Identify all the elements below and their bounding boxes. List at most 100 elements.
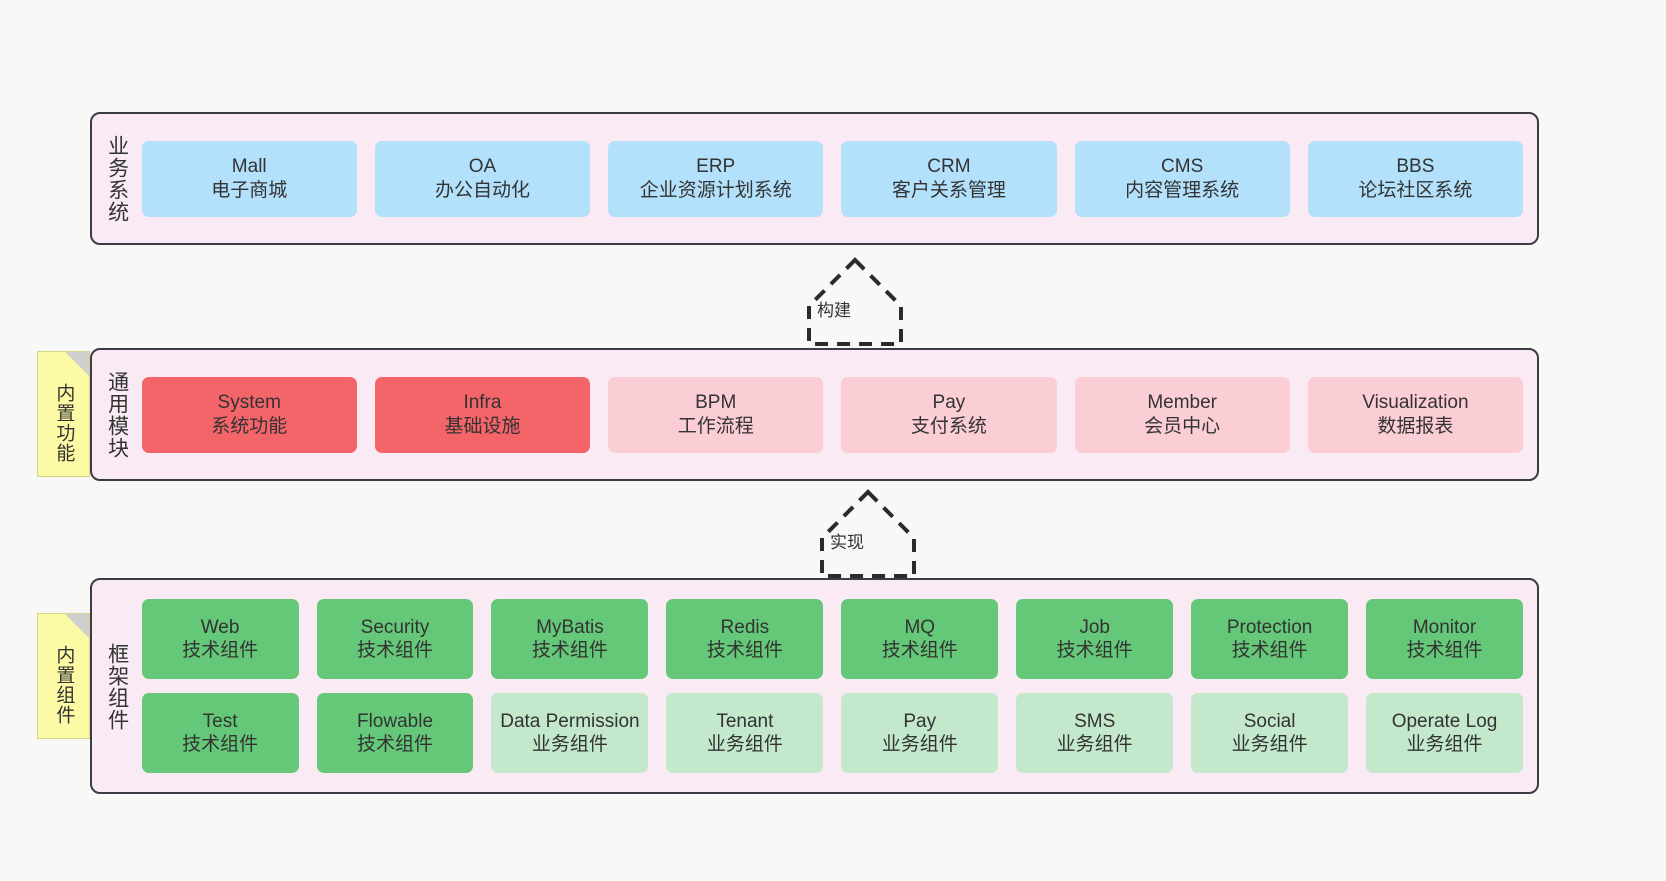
note-builtin-function: 内置功能 xyxy=(37,351,90,477)
module-box-sms[interactable]: SMS 业务组件 xyxy=(1016,693,1174,773)
layer-framework-components: 框架组件 Web 技术组件 Security 技术组件 MyBatis 技术组件… xyxy=(90,578,1539,794)
module-name: MyBatis xyxy=(536,616,604,638)
module-box-bbs[interactable]: BBS 论坛社区系统 xyxy=(1307,140,1524,217)
module-name: Job xyxy=(1079,616,1110,638)
module-box-visualization[interactable]: Visualization 数据报表 xyxy=(1307,376,1524,453)
module-name: Operate Log xyxy=(1391,710,1498,732)
module-box-data-permission[interactable]: Data Permission 业务组件 xyxy=(491,693,649,773)
module-desc: 技术组件 xyxy=(1231,640,1308,661)
layer-body-framework-components: Web 技术组件 Security 技术组件 MyBatis 技术组件 Redi… xyxy=(138,580,1537,792)
module-name: OA xyxy=(468,156,497,178)
module-box-crm[interactable]: CRM 客户关系管理 xyxy=(841,140,1057,217)
layer-business-systems: 业务系统 Mall 电子商城 OA 办公自动化 ERP 企业资源计划系统 CRM… xyxy=(90,112,1539,245)
module-name: CRM xyxy=(927,156,971,178)
module-box-protection[interactable]: Protection 技术组件 xyxy=(1191,599,1349,679)
module-box-mybatis[interactable]: MyBatis 技术组件 xyxy=(491,599,649,679)
layer-common-modules: 通用模块 System 系统功能 Infra 基础设施 BPM 工作流程 Pay… xyxy=(90,348,1539,481)
module-name: System xyxy=(217,392,281,414)
module-name: Infra xyxy=(463,392,502,414)
module-box-web[interactable]: Web 技术组件 xyxy=(141,599,299,679)
module-box-erp[interactable]: ERP 企业资源计划系统 xyxy=(608,140,824,217)
module-name: Monitor xyxy=(1412,616,1477,638)
module-name: Member xyxy=(1147,392,1217,414)
module-box-operate-log[interactable]: Operate Log 业务组件 xyxy=(1366,693,1523,773)
module-desc: 技术组件 xyxy=(356,640,433,661)
module-desc: 论坛社区系统 xyxy=(1358,179,1473,201)
module-box-pay[interactable]: Pay 支付系统 xyxy=(841,376,1057,453)
module-box-monitor[interactable]: Monitor 技术组件 xyxy=(1366,599,1523,679)
module-desc: 数据报表 xyxy=(1377,415,1454,437)
layer-title-business-systems: 业务系统 xyxy=(105,134,129,223)
module-box-oa[interactable]: OA 办公自动化 xyxy=(374,140,591,217)
module-desc: 系统功能 xyxy=(211,415,288,437)
module-box-flowable[interactable]: Flowable 技术组件 xyxy=(316,693,474,773)
module-desc: 业务组件 xyxy=(881,734,958,755)
module-desc: 技术组件 xyxy=(1056,640,1133,661)
connector-implement: 实现 xyxy=(768,484,968,580)
module-name: Tenant xyxy=(716,710,774,732)
module-row: System 系统功能 Infra 基础设施 BPM 工作流程 Pay 支付系统… xyxy=(141,376,1524,453)
module-name: ERP xyxy=(696,156,736,178)
module-desc: 技术组件 xyxy=(182,734,259,755)
connector-label-build: 构建 xyxy=(817,301,851,320)
dashed-generalization-arrow-icon xyxy=(807,257,903,346)
module-name: Visualization xyxy=(1362,392,1469,414)
module-box-tenant[interactable]: Tenant 业务组件 xyxy=(666,693,824,773)
module-box-system[interactable]: System 系统功能 xyxy=(141,376,357,453)
module-desc: 会员中心 xyxy=(1144,415,1221,437)
module-desc: 业务组件 xyxy=(1406,734,1483,755)
module-name: Mall xyxy=(231,156,267,178)
module-desc: 内容管理系统 xyxy=(1125,179,1240,201)
module-row: Web 技术组件 Security 技术组件 MyBatis 技术组件 Redi… xyxy=(141,599,1523,679)
module-name: Web xyxy=(200,616,240,638)
module-box-member[interactable]: Member 会员中心 xyxy=(1074,376,1290,453)
module-name: BPM xyxy=(695,392,737,414)
module-name: SMS xyxy=(1074,710,1116,732)
layer-title-framework-components: 框架组件 xyxy=(105,643,129,731)
folded-corner-icon xyxy=(65,352,89,376)
module-box-mq[interactable]: MQ 技术组件 xyxy=(841,599,999,679)
module-box-cms[interactable]: CMS 内容管理系统 xyxy=(1074,140,1290,217)
module-desc: 技术组件 xyxy=(1406,640,1483,661)
module-name: CMS xyxy=(1161,156,1204,178)
layer-body-business-systems: Mall 电子商城 OA 办公自动化 ERP 企业资源计划系统 CRM 客户关系… xyxy=(138,114,1537,243)
module-name: Social xyxy=(1243,710,1296,732)
module-box-infra[interactable]: Infra 基础设施 xyxy=(374,376,591,453)
module-desc: 业务组件 xyxy=(1231,734,1308,755)
module-name: BBS xyxy=(1396,156,1435,178)
module-desc: 业务组件 xyxy=(706,734,783,755)
layer-title-common-modules: 通用模块 xyxy=(105,370,129,459)
note-builtin-component: 内置组件 xyxy=(37,613,90,739)
module-box-pay-business[interactable]: Pay 业务组件 xyxy=(841,693,999,773)
module-desc: 电子商城 xyxy=(211,179,288,201)
module-name: Protection xyxy=(1226,616,1313,638)
module-desc: 支付系统 xyxy=(910,415,987,437)
module-row: Mall 电子商城 OA 办公自动化 ERP 企业资源计划系统 CRM 客户关系… xyxy=(141,140,1524,217)
module-desc: 办公自动化 xyxy=(434,179,530,201)
module-box-job[interactable]: Job 技术组件 xyxy=(1016,599,1174,679)
module-box-bpm[interactable]: BPM 工作流程 xyxy=(608,376,824,453)
note-text: 内置功能 xyxy=(53,383,75,463)
module-name: Data Permission xyxy=(500,710,640,732)
module-desc: 技术组件 xyxy=(182,640,259,661)
module-box-test[interactable]: Test 技术组件 xyxy=(141,693,299,773)
module-row: Test 技术组件 Flowable 技术组件 Data Permission … xyxy=(141,693,1523,773)
module-desc: 技术组件 xyxy=(531,640,608,661)
module-name: Flowable xyxy=(356,710,434,732)
module-name: Pay xyxy=(932,392,966,414)
module-desc: 技术组件 xyxy=(881,640,958,661)
module-desc: 工作流程 xyxy=(677,415,754,437)
module-name: Redis xyxy=(720,616,770,638)
module-box-security[interactable]: Security 技术组件 xyxy=(316,599,474,679)
module-desc: 技术组件 xyxy=(356,734,433,755)
note-text: 内置组件 xyxy=(53,645,75,725)
layer-body-common-modules: System 系统功能 Infra 基础设施 BPM 工作流程 Pay 支付系统… xyxy=(138,350,1537,479)
connector-label-implement: 实现 xyxy=(830,533,864,552)
module-box-social[interactable]: Social 业务组件 xyxy=(1191,693,1349,773)
module-desc: 业务组件 xyxy=(1056,734,1133,755)
module-desc: 客户关系管理 xyxy=(891,179,1006,201)
module-name: Test xyxy=(202,710,238,732)
module-box-redis[interactable]: Redis 技术组件 xyxy=(666,599,824,679)
module-box-mall[interactable]: Mall 电子商城 xyxy=(141,140,357,217)
